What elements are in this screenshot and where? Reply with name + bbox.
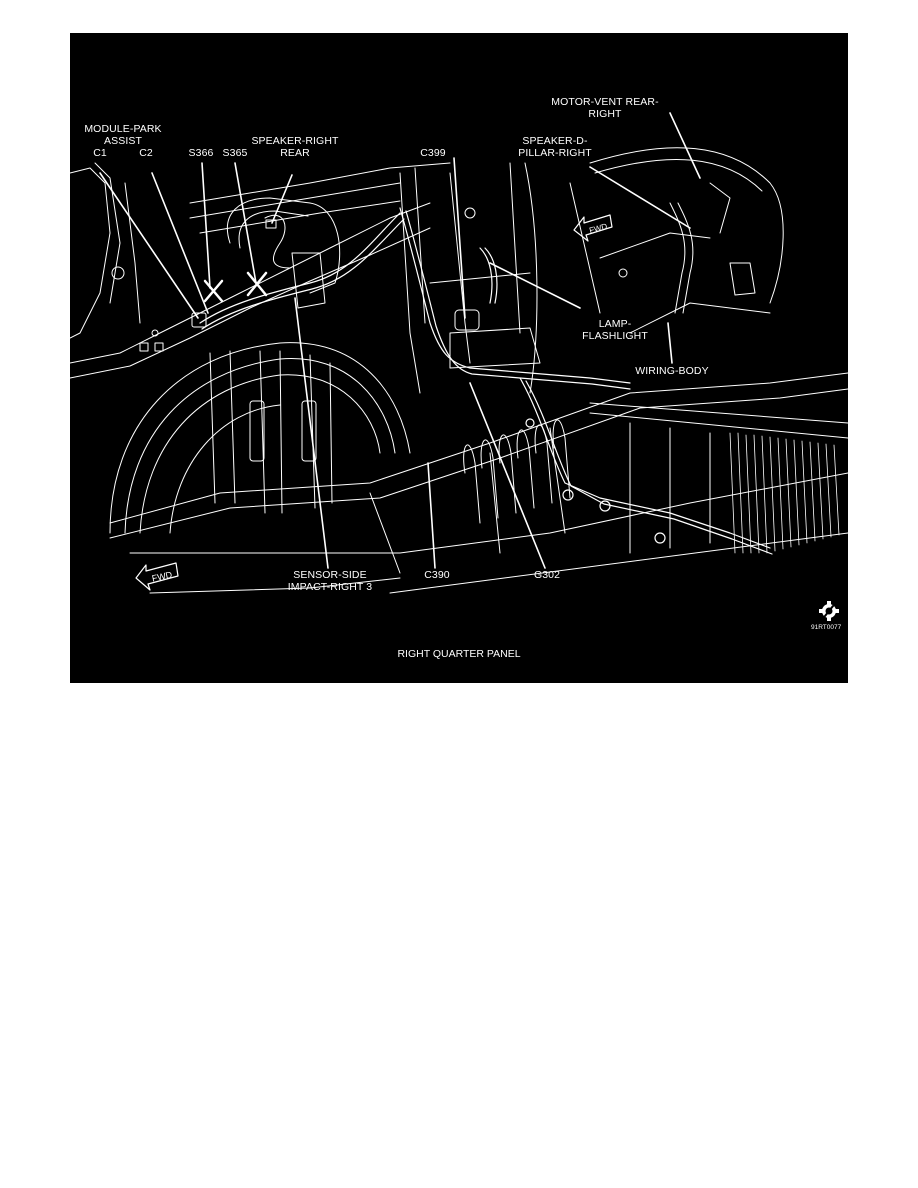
label-g302: G302 [533, 569, 561, 581]
label-s365: S365 [222, 147, 248, 159]
label-c2: C2 [139, 147, 153, 159]
label-c399: C399 [420, 147, 446, 159]
label-line: ASSIST [104, 135, 142, 147]
wheel-house [109, 342, 411, 534]
label-line: IMPACT-RIGHT 3 [287, 581, 373, 593]
rear-inset-view [569, 147, 784, 334]
service-gear-icon [819, 601, 839, 621]
fwd-arrow-icon: FWD [573, 214, 613, 242]
label-wiring-body: WIRING-BODY [635, 365, 709, 377]
label-sensor-side-impact-right-3: SENSOR-SIDE IMPACT-RIGHT 3 [280, 569, 380, 593]
label-motor-vent-rear-right: MOTOR-VENT REAR- RIGHT [545, 96, 665, 120]
wiring-diagram-figure: FWD FWD MODULE-PARK ASSIST C1 C2 S366 S3… [70, 33, 848, 683]
label-line: MODULE-PARK [84, 123, 162, 135]
wiring-harness [199, 207, 773, 555]
label-speaker-d-pillar-right: SPEAKER-D- PILLAR-RIGHT [510, 135, 600, 159]
figure-code: 91RT0077 [811, 624, 842, 631]
label-c390: C390 [424, 569, 450, 581]
label-line: LAMP- [598, 318, 632, 330]
speaker-module-area [191, 197, 341, 328]
label-lamp-flashlight: LAMP- FLASHLIGHT [575, 318, 655, 342]
label-s366: S366 [188, 147, 214, 159]
svg-text:FWD: FWD [588, 222, 608, 235]
label-line: REAR [280, 147, 310, 159]
d-pillar-structure [399, 162, 541, 394]
label-speaker-right-rear: SPEAKER-RIGHT REAR [248, 135, 342, 159]
leader-lines [99, 112, 701, 569]
left-body-structure [70, 162, 451, 379]
fwd-arrow-icon: FWD [135, 562, 179, 591]
label-line: FLASHLIGHT [582, 330, 648, 342]
label-line: SPEAKER-RIGHT [251, 135, 339, 147]
label-c1: C1 [93, 147, 107, 159]
label-module-park-assist: MODULE-PARK ASSIST [78, 123, 168, 147]
label-line: SENSOR-SIDE [293, 569, 367, 581]
label-line: RIGHT [588, 108, 622, 120]
label-line: SPEAKER-D- [522, 135, 588, 147]
label-line: PILLAR-RIGHT [518, 147, 592, 159]
cargo-side-panel [589, 402, 848, 554]
svg-text:FWD: FWD [151, 569, 174, 583]
figure-caption: RIGHT QUARTER PANEL [397, 648, 521, 660]
vehicle-line-art: FWD FWD [70, 112, 848, 621]
label-line: MOTOR-VENT REAR- [551, 96, 659, 108]
